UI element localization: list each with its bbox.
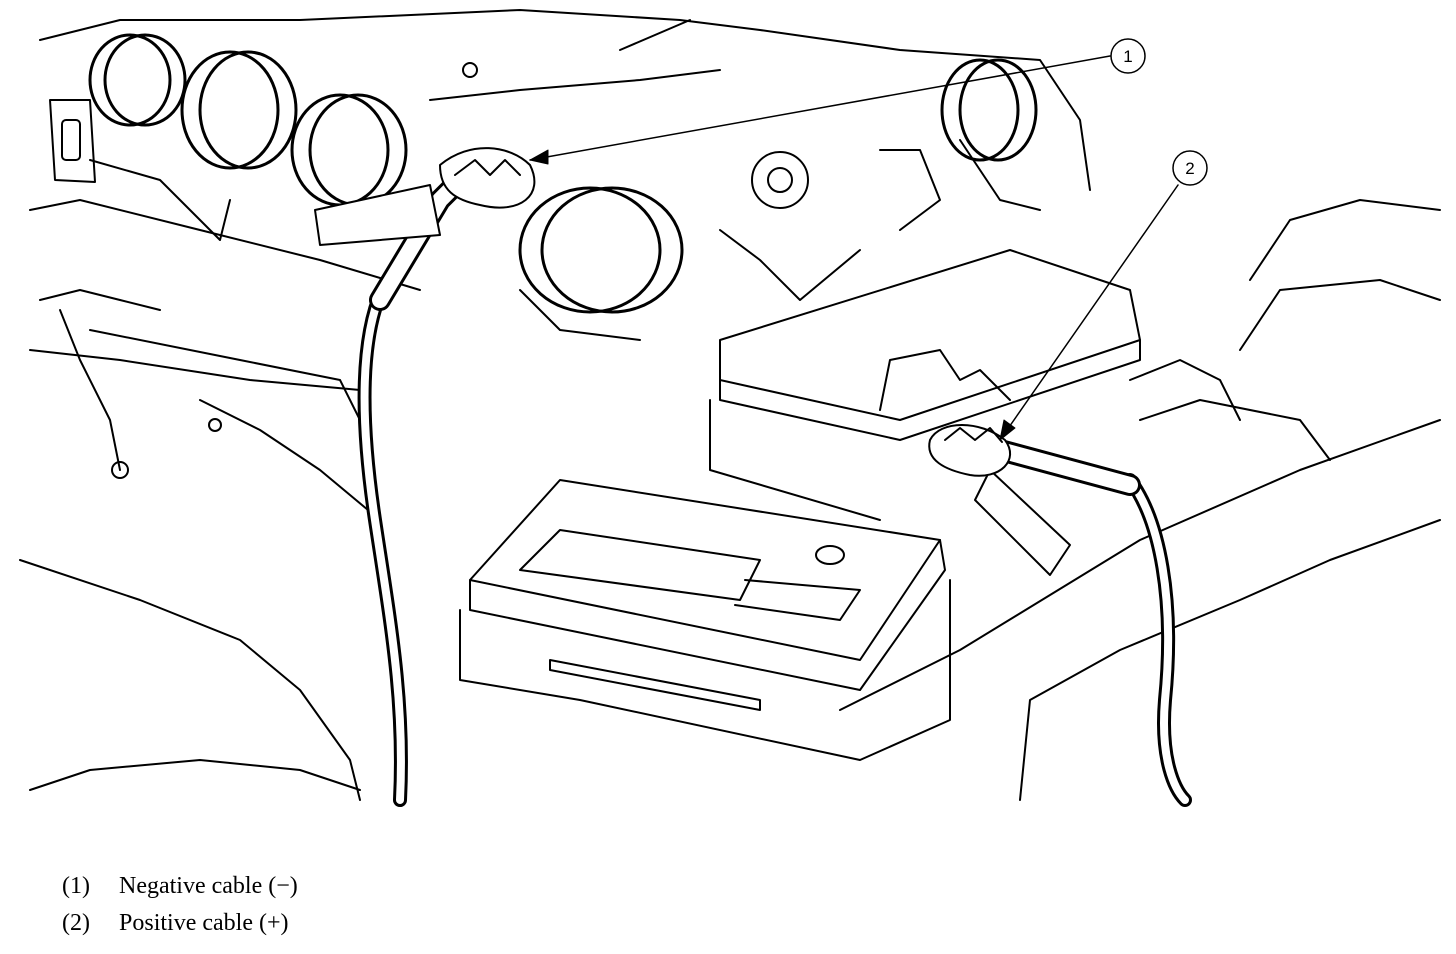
callout-1-number: 1 bbox=[1123, 47, 1132, 66]
negative-cable-clamp bbox=[314, 147, 536, 246]
legend: (1) Negative cable (−) (2) Positive cabl… bbox=[62, 868, 298, 942]
legend-item-negative: (1) Negative cable (−) bbox=[62, 868, 298, 905]
legend-number: (2) bbox=[62, 910, 90, 936]
body-panel-drawing bbox=[19, 199, 1441, 801]
legend-label: Negative cable (−) bbox=[119, 873, 298, 899]
negative-cable bbox=[357, 159, 481, 807]
callout-2: 2 bbox=[999, 150, 1208, 441]
positive-cable-clamp bbox=[928, 424, 1071, 576]
legend-number: (1) bbox=[62, 873, 90, 899]
engine-bay-illustration: 1 2 bbox=[19, 9, 1441, 807]
positive-cable bbox=[989, 439, 1192, 807]
callout-1: 1 bbox=[529, 38, 1146, 165]
battery-drawing bbox=[459, 479, 951, 761]
callout-2-number: 2 bbox=[1185, 159, 1194, 178]
legend-label: Positive cable (+) bbox=[119, 910, 289, 936]
legend-item-positive: (2) Positive cable (+) bbox=[62, 905, 298, 942]
fuse-box-drawing bbox=[709, 249, 1141, 521]
